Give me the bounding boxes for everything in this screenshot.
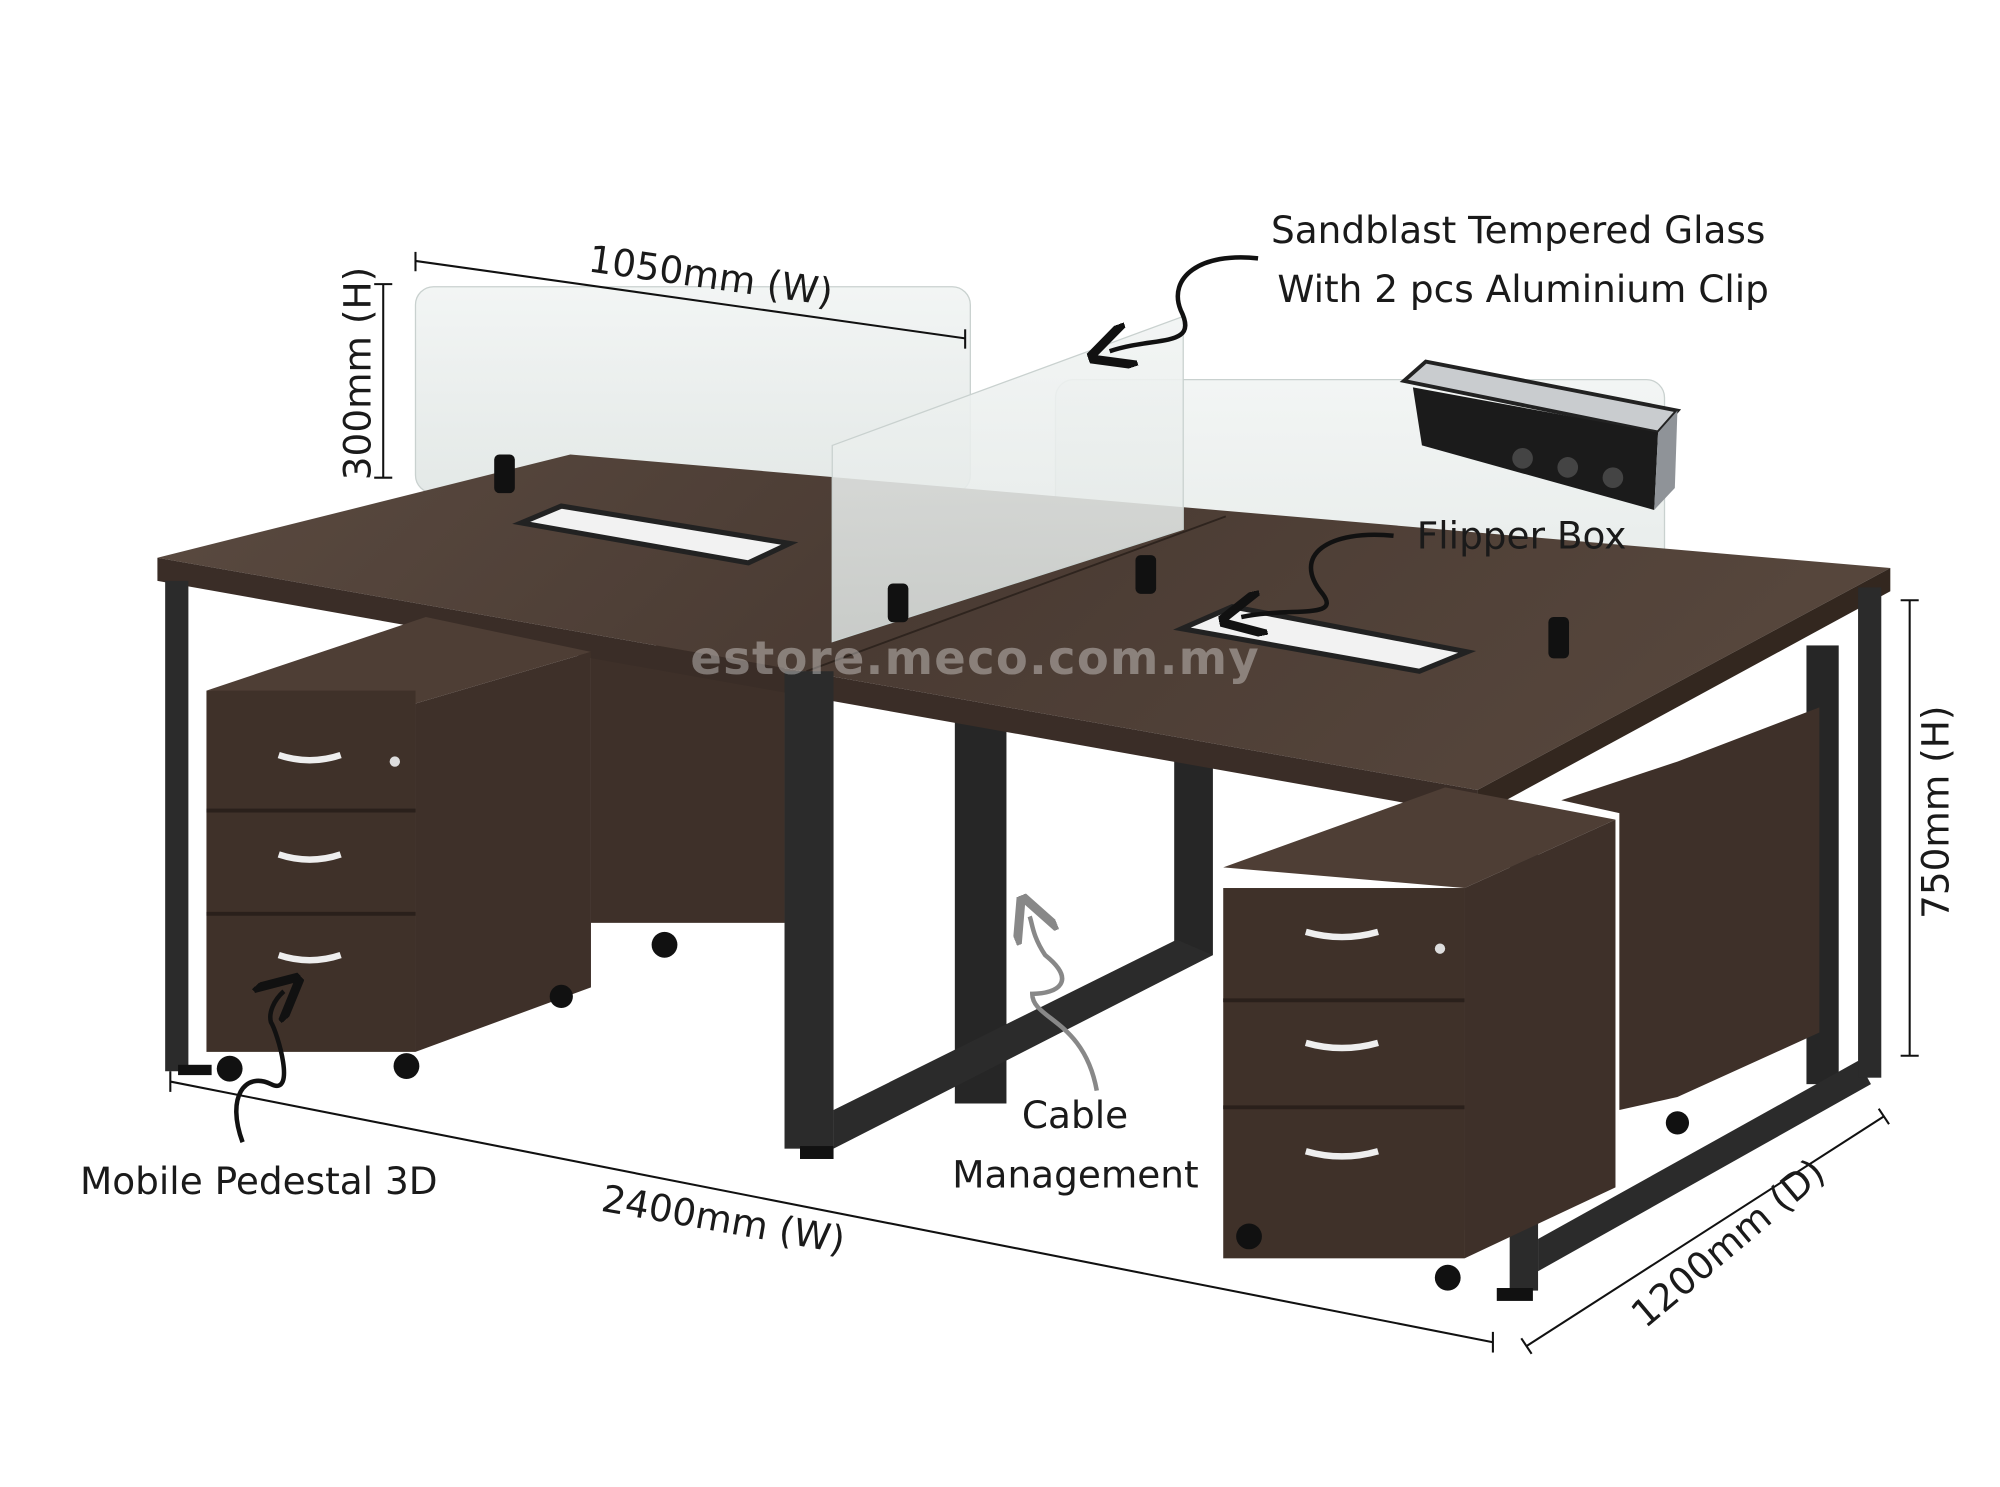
mobile-pedestal-left	[206, 617, 591, 1082]
pedestal-label: Mobile Pedestal 3D	[80, 1159, 438, 1203]
pedestal-callout-arrow-icon	[234, 991, 284, 1143]
panel-height-label: 300mm (H)	[335, 267, 379, 480]
glass-callout-arrow-icon	[1110, 255, 1259, 351]
glass-callout-line1: Sandblast Tempered Glass	[1271, 208, 1765, 252]
cable-callout-line2: Management	[952, 1152, 1198, 1196]
aluminium-clips	[494, 454, 1570, 659]
cable-callout-line1: Cable	[1022, 1093, 1128, 1137]
desk-width-label: 2400mm (W)	[598, 1176, 848, 1262]
rear-pedestal-right	[1561, 707, 1820, 1135]
flipper-box-label: Flipper Box	[1417, 514, 1627, 558]
desk-height-label: 750mm (H)	[1913, 705, 1957, 918]
glass-callout-line2: With 2 pcs Aluminium Clip	[1277, 267, 1769, 311]
watermark: estore.meco.com.my	[690, 631, 1260, 685]
flipper-box-image	[1399, 359, 1682, 510]
cable-callout-arrow-icon	[1030, 916, 1099, 1092]
flipper-box-inset-left	[512, 503, 799, 566]
mobile-pedestal-right	[1223, 787, 1616, 1291]
glass-panel-divider	[831, 315, 1184, 643]
rear-pedestal-left	[590, 645, 785, 958]
flipper-callout-arrow-icon	[1241, 532, 1394, 617]
dimension-lines	[169, 251, 1919, 1355]
